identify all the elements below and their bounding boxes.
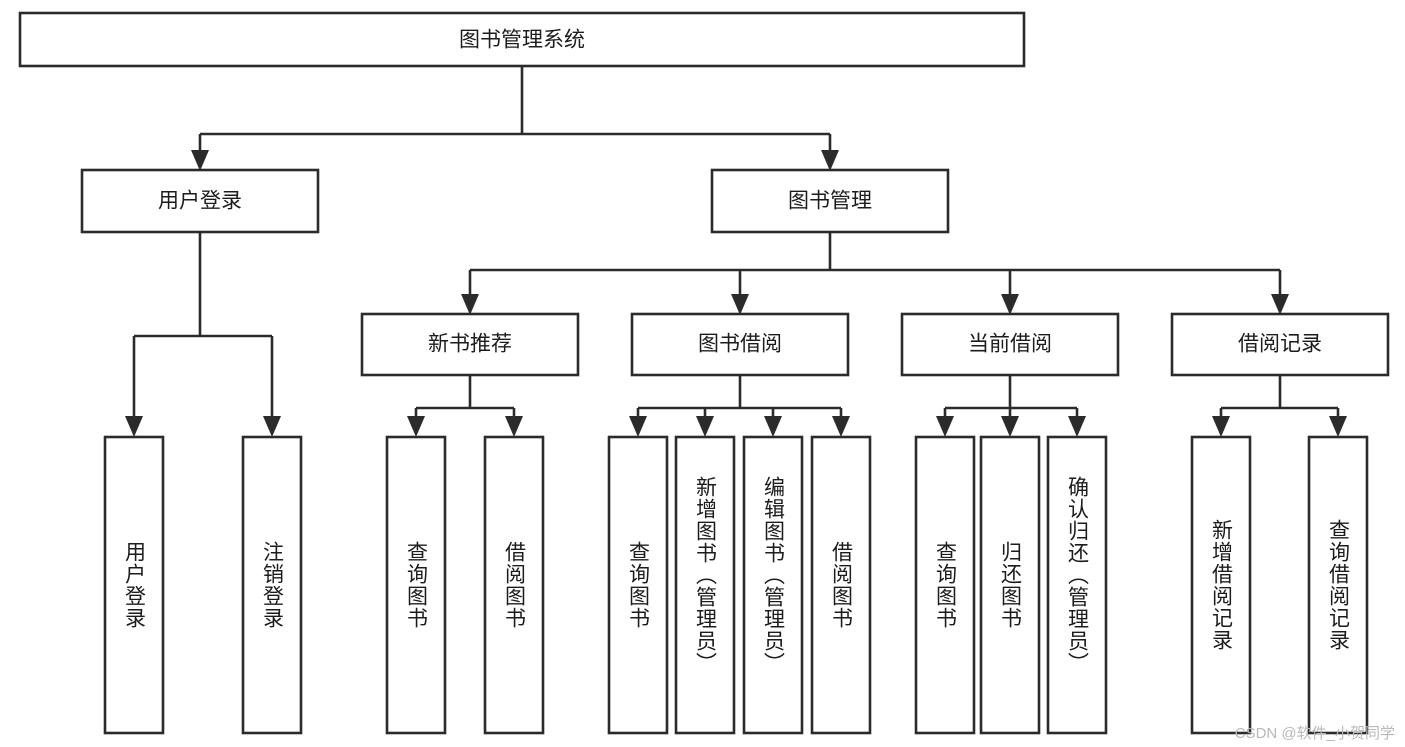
arrow-head-leaf-13 bbox=[1329, 416, 1347, 437]
watermark-text: CSDN @软件_小贺同学 bbox=[1234, 725, 1395, 742]
node-leaf-2-label: 注销登录 bbox=[261, 541, 285, 629]
node-borrow[interactable]: 图书借阅 bbox=[630, 312, 850, 377]
node-bookmgmt[interactable]: 图书管理 bbox=[710, 168, 950, 234]
node-newbook[interactable]: 新书推荐 bbox=[360, 312, 580, 377]
node-leaf-9-box[interactable] bbox=[914, 435, 976, 735]
node-leaf-13[interactable]: 查询借阅记录 bbox=[1307, 435, 1369, 735]
node-records[interactable]: 借阅记录 bbox=[1170, 312, 1390, 377]
arrow-head-leaf-8 bbox=[832, 416, 850, 437]
arrow-head-borrow bbox=[731, 294, 749, 315]
connector-group-borrow bbox=[629, 375, 850, 437]
node-leaf-4[interactable]: 借阅图书 bbox=[483, 435, 545, 735]
node-leaf-11-box[interactable] bbox=[1046, 435, 1108, 735]
connector-group-bookmgmt bbox=[461, 232, 1289, 315]
node-leaf-12[interactable]: 新增借阅记录 bbox=[1190, 435, 1252, 735]
node-leaf-10[interactable]: 归还图书 bbox=[979, 435, 1041, 735]
node-current[interactable]: 当前借阅 bbox=[900, 312, 1120, 377]
node-login-box[interactable] bbox=[80, 168, 320, 234]
connector-group-records bbox=[1212, 375, 1347, 437]
node-root-label: 图书管理系统 bbox=[459, 29, 585, 52]
node-leaf-9-label: 查询图书 bbox=[934, 541, 958, 629]
node-leaf-7-box[interactable] bbox=[742, 435, 804, 735]
node-leaf-12-box[interactable] bbox=[1190, 435, 1252, 735]
node-leaf-2-box[interactable] bbox=[241, 435, 303, 735]
node-leaf-4-label: 借阅图书 bbox=[503, 541, 527, 629]
node-newbook-box[interactable] bbox=[360, 312, 580, 377]
node-leaf-3-box[interactable] bbox=[385, 435, 447, 735]
node-leaf-1-box[interactable] bbox=[103, 435, 165, 735]
node-leaf-5-box[interactable] bbox=[607, 435, 669, 735]
node-leaf-13-label: 查询借阅记录 bbox=[1327, 519, 1351, 651]
arrow-head-leaf-4 bbox=[505, 416, 523, 437]
node-leaf-5[interactable]: 查询图书 bbox=[607, 435, 669, 735]
node-root-box[interactable] bbox=[18, 11, 1026, 68]
node-leaf-1[interactable]: 用户登录 bbox=[103, 435, 165, 735]
node-leaf-6-label: 新增图书（管理员） bbox=[694, 476, 718, 674]
arrow-head-bookmgmt bbox=[821, 150, 839, 171]
arrow-head-leaf-2 bbox=[263, 416, 281, 437]
arrow-head-leaf-12 bbox=[1212, 416, 1230, 437]
node-leaf-7[interactable]: 编辑图书（管理员） bbox=[742, 435, 804, 735]
arrow-head-leaf-3 bbox=[407, 416, 425, 437]
node-leaf-7-label: 编辑图书（管理员） bbox=[762, 476, 786, 674]
node-leaf-8-label: 借阅图书 bbox=[830, 541, 854, 629]
arrow-head-leaf-11 bbox=[1068, 416, 1086, 437]
node-bookmgmt-label: 图书管理 bbox=[788, 190, 872, 213]
node-login-label: 用户登录 bbox=[158, 190, 242, 213]
node-leaf-1-label: 用户登录 bbox=[123, 541, 147, 629]
node-leaf-6-box[interactable] bbox=[674, 435, 736, 735]
node-records-label: 借阅记录 bbox=[1238, 333, 1322, 356]
connector-group-current bbox=[936, 375, 1086, 437]
node-borrow-label: 图书借阅 bbox=[698, 333, 782, 356]
node-leaf-2[interactable]: 注销登录 bbox=[241, 435, 303, 735]
node-newbook-label: 新书推荐 bbox=[428, 333, 512, 356]
node-leaf-12-label: 新增借阅记录 bbox=[1210, 519, 1234, 651]
node-leaf-4-box[interactable] bbox=[483, 435, 545, 735]
node-root[interactable]: 图书管理系统 bbox=[18, 11, 1026, 68]
arrow-head-current bbox=[1001, 294, 1019, 315]
node-login[interactable]: 用户登录 bbox=[80, 168, 320, 234]
node-current-box[interactable] bbox=[900, 312, 1120, 377]
node-leaf-9[interactable]: 查询图书 bbox=[914, 435, 976, 735]
node-leaf-8[interactable]: 借阅图书 bbox=[810, 435, 872, 735]
connector-group-newbook bbox=[407, 375, 523, 437]
node-leaf-10-box[interactable] bbox=[979, 435, 1041, 735]
arrow-head-leaf-6 bbox=[696, 416, 714, 437]
connector-group-root bbox=[191, 66, 839, 171]
node-leaf-3[interactable]: 查询图书 bbox=[385, 435, 447, 735]
node-leaf-11[interactable]: 确认归还（管理员） bbox=[1046, 435, 1108, 735]
arrow-head-newbook bbox=[461, 294, 479, 315]
arrow-head-leaf-5 bbox=[629, 416, 647, 437]
node-leaf-5-label: 查询图书 bbox=[627, 541, 651, 629]
arrow-head-leaf-7 bbox=[764, 416, 782, 437]
node-records-box[interactable] bbox=[1170, 312, 1390, 377]
node-leaf-6[interactable]: 新增图书（管理员） bbox=[674, 435, 736, 735]
node-leaf-3-label: 查询图书 bbox=[405, 541, 429, 629]
node-borrow-box[interactable] bbox=[630, 312, 850, 377]
arrow-head-leaf-1 bbox=[125, 416, 143, 437]
node-leaf-10-label: 归还图书 bbox=[999, 541, 1023, 629]
node-leaf-8-box[interactable] bbox=[810, 435, 872, 735]
node-bookmgmt-box[interactable] bbox=[710, 168, 950, 234]
node-leaf-11-label: 确认归还（管理员） bbox=[1066, 476, 1090, 674]
arrow-head-leaf-10 bbox=[1001, 416, 1019, 437]
connector-group-login bbox=[125, 232, 281, 437]
node-current-label: 当前借阅 bbox=[968, 333, 1052, 356]
node-leaf-13-box[interactable] bbox=[1307, 435, 1369, 735]
arrow-head-login bbox=[191, 150, 209, 171]
arrow-head-records bbox=[1271, 294, 1289, 315]
arrow-head-leaf-9 bbox=[936, 416, 954, 437]
